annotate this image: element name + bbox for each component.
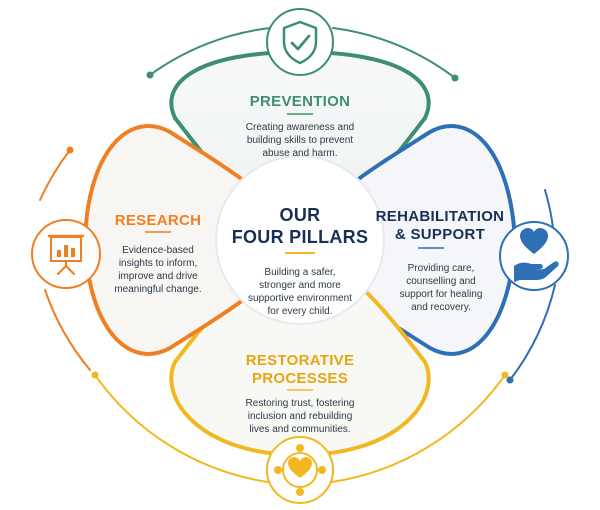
prevention-title: PREVENTION — [249, 93, 351, 110]
center-circle — [215, 155, 385, 325]
orbit-dot — [501, 371, 509, 379]
orbit-arc-research-top — [39, 149, 71, 201]
prevention-desc: Creating awareness and building skills t… — [245, 122, 355, 159]
rehab-desc: Providing care, counselling and support … — [399, 263, 483, 313]
heart-in-hand-icon — [499, 221, 569, 291]
restorative-title-line1: RESTORATIVE — [245, 352, 355, 369]
connected-heart-icon — [266, 436, 334, 504]
research-desc: Evidence-based insights to inform, impro… — [114, 245, 202, 295]
center-title-line2: FOUR PILLARS — [231, 227, 369, 247]
orbit-dot — [91, 371, 99, 379]
rehab-title-line1: REHABILITATION — [375, 208, 505, 225]
restorative-desc: Restoring trust, fostering inclusion and… — [245, 398, 355, 435]
orbit-dot — [506, 376, 514, 384]
center-desc: Building a safer, stronger and more supp… — [248, 267, 352, 317]
shield-check-icon — [266, 8, 334, 76]
orbit-arc-restorative-left — [94, 374, 269, 483]
center-title-line1: OUR — [279, 205, 321, 225]
orbit-arc-prevention-right — [332, 27, 456, 79]
orbit-arc-restorative-right — [331, 374, 506, 483]
orbit-dot — [451, 74, 459, 82]
orbit-arc-research-bottom — [44, 289, 91, 371]
rehab-title-line2: & SUPPORT — [394, 226, 486, 243]
orbit-arc-rehab-bottom — [509, 284, 556, 381]
research-title: RESEARCH — [114, 212, 202, 229]
restorative-title-line2: PROCESSES — [251, 370, 349, 387]
orbit-arc-prevention-left — [149, 27, 271, 76]
orbit-dot — [66, 146, 74, 154]
orbit-dot — [146, 71, 154, 79]
presentation-chart-icon — [31, 219, 101, 289]
